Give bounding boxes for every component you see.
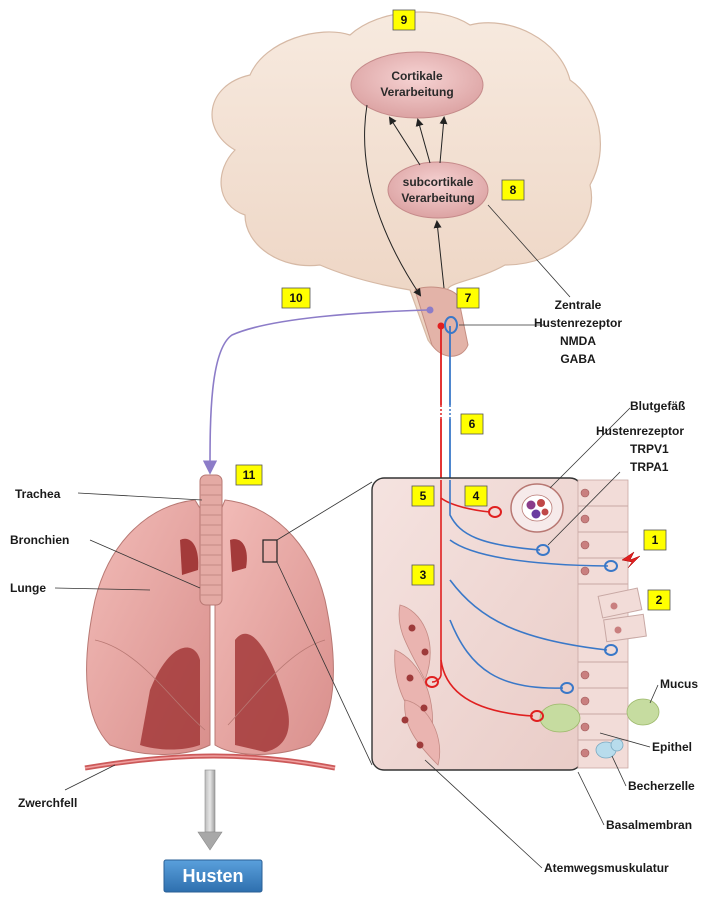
- descending-motor-pathway: [210, 310, 428, 470]
- subcortical-label-line1: subcortikale: [403, 175, 474, 189]
- label-basement-membrane: Basalmembran: [606, 818, 692, 832]
- label-airway-muscle: Atemwegsmuskulatur: [544, 861, 669, 875]
- svg-text:Hustenrezeptor: Hustenrezeptor: [534, 316, 622, 330]
- badge-6: 6: [461, 414, 483, 434]
- svg-text:4: 4: [473, 489, 480, 503]
- badge-10: 10: [282, 288, 310, 308]
- badge-5: 5: [412, 486, 434, 506]
- cortical-label-line2: Verarbeitung: [380, 85, 453, 99]
- afferent-terminal-dot: [438, 323, 445, 330]
- badge-4: 4: [465, 486, 487, 506]
- svg-text:Zentrale: Zentrale: [555, 298, 602, 312]
- subcortical-label-line2: Verarbeitung: [401, 191, 474, 205]
- label-mucus: Mucus: [660, 677, 698, 691]
- subcortical-oval: [388, 162, 488, 218]
- svg-text:11: 11: [243, 468, 256, 482]
- badge-8: 8: [502, 180, 524, 200]
- svg-text:5: 5: [420, 489, 427, 503]
- svg-text:NMDA: NMDA: [560, 334, 596, 348]
- trachea: [200, 475, 222, 605]
- nerve-gap: [436, 405, 456, 419]
- subcortical-processing: subcortikale Verarbeitung: [388, 162, 488, 218]
- label-cough-receptor-3: TRPA1: [630, 460, 669, 474]
- label-trachea: Trachea: [15, 487, 61, 501]
- label-bronchi: Bronchien: [10, 533, 69, 547]
- svg-text:6: 6: [469, 417, 476, 431]
- label-cough-receptor-1: Hustenrezeptor: [596, 424, 684, 438]
- badge-2: 2: [648, 590, 670, 610]
- svg-text:3: 3: [420, 568, 427, 582]
- lungs: [87, 475, 334, 754]
- cortical-processing: Cortikale Verarbeitung: [351, 52, 483, 118]
- down-arrow-icon: [198, 770, 222, 850]
- badge-1: 1: [644, 530, 666, 550]
- svg-text:8: 8: [510, 183, 517, 197]
- svg-text:GABA: GABA: [560, 352, 596, 366]
- airway-wall-panel: [372, 478, 659, 770]
- label-epithelium: Epithel: [652, 740, 692, 754]
- svg-text:1: 1: [652, 533, 659, 547]
- label-cough-receptor-2: TRPV1: [630, 442, 669, 456]
- label-blood-vessel: Blutgefäß: [630, 399, 685, 413]
- label-lung: Lunge: [10, 581, 46, 595]
- label-diaphragm: Zwerchfell: [18, 796, 77, 810]
- descending-origin-dot: [427, 307, 434, 314]
- cough-label: Husten: [182, 866, 243, 886]
- central-receptor-label: Zentrale Hustenrezeptor NMDA GABA: [534, 298, 622, 366]
- svg-text:9: 9: [401, 13, 408, 27]
- cough-output-box: Husten: [164, 860, 262, 892]
- badge-11: 11: [236, 465, 262, 485]
- blood-vessel: [511, 484, 563, 532]
- epithelium-layer: [578, 480, 646, 768]
- svg-text:10: 10: [289, 291, 303, 305]
- svg-text:7: 7: [465, 291, 472, 305]
- badge-9: 9: [393, 10, 415, 30]
- label-goblet-cell: Becherzelle: [628, 779, 695, 793]
- cortical-label-line1: Cortikale: [391, 69, 443, 83]
- badge-3: 3: [412, 565, 434, 585]
- badge-7: 7: [457, 288, 479, 308]
- svg-text:2: 2: [656, 593, 663, 607]
